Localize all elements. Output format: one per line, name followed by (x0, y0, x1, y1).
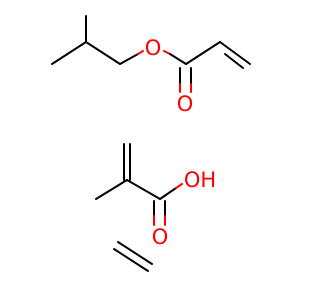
bond (159, 187, 177, 200)
bond (51, 41, 87, 65)
bond (117, 241, 153, 265)
atom-oxygen: O (145, 36, 162, 60)
bond (163, 50, 171, 55)
bond (137, 50, 144, 55)
bond (113, 248, 149, 272)
bond (95, 179, 128, 200)
bond (175, 183, 183, 189)
bond (185, 41, 221, 65)
atom-oxygen: O (152, 225, 169, 249)
molecule-isobutyl-acrylate: O O (51, 15, 251, 116)
molecule-ethylene (113, 241, 153, 272)
bond (85, 41, 121, 65)
bond (219, 41, 251, 65)
atom-oxygen: O (177, 92, 194, 116)
bond (119, 53, 139, 65)
atom-hydroxyl: OH (184, 168, 216, 192)
bond (224, 53, 244, 69)
molecule-methacrylic-acid: OH O (95, 143, 216, 249)
bond (126, 179, 161, 200)
bond (169, 53, 187, 65)
structure-diagram: O O OH O (51, 15, 251, 272)
